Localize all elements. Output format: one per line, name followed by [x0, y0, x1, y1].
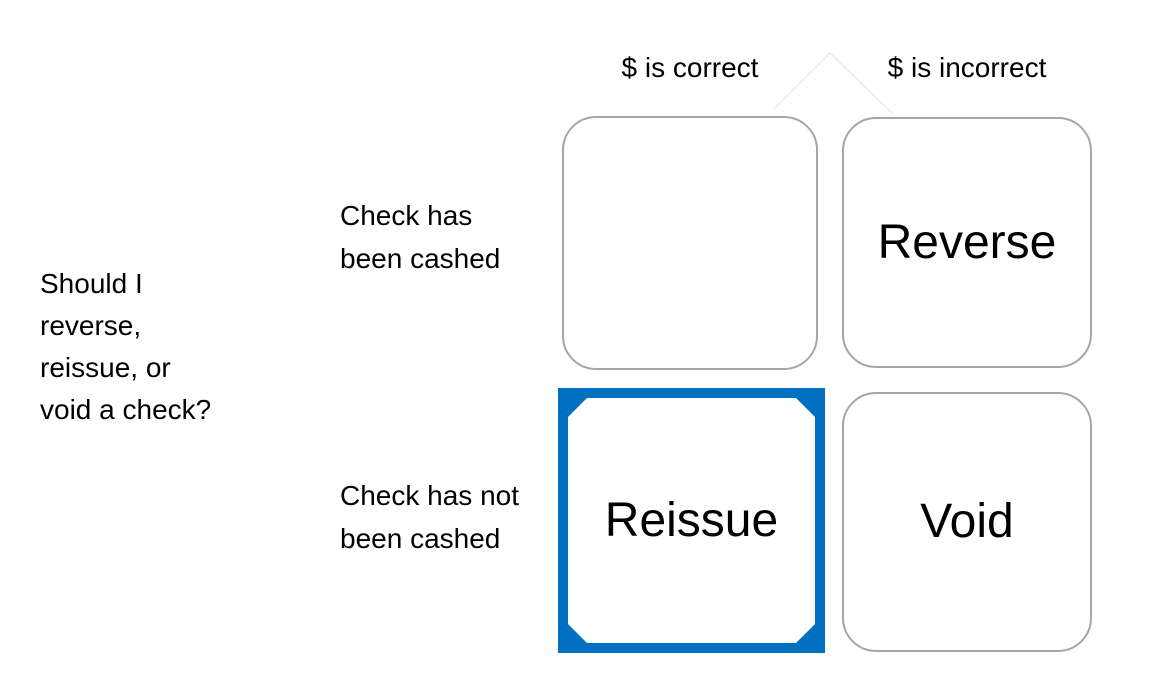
row-label-check-not-cashed: Check has not been cashed — [340, 480, 519, 554]
question-text: Should I reverse, reissue, or void a che… — [40, 268, 212, 425]
cell-cashed-correct-empty — [562, 116, 818, 370]
cell-notcashed-incorrect-void: Void — [842, 392, 1092, 652]
column-header-dollar-incorrect: $ is incorrect — [887, 52, 1047, 83]
cell-notcashed-correct-reissue-highlighted: Reissue — [558, 388, 825, 653]
cell-action-label: Reverse — [877, 215, 1057, 269]
highlight-inner-panel: Reissue — [568, 398, 815, 643]
column-header-dollar-correct: $ is correct — [621, 52, 759, 83]
row-label-check-cashed: Check has been cashed — [340, 200, 501, 274]
cell-cashed-incorrect-reverse: Reverse — [842, 117, 1092, 368]
cell-action-label: Void — [920, 495, 1014, 548]
cell-action-label: Reissue — [604, 493, 779, 547]
